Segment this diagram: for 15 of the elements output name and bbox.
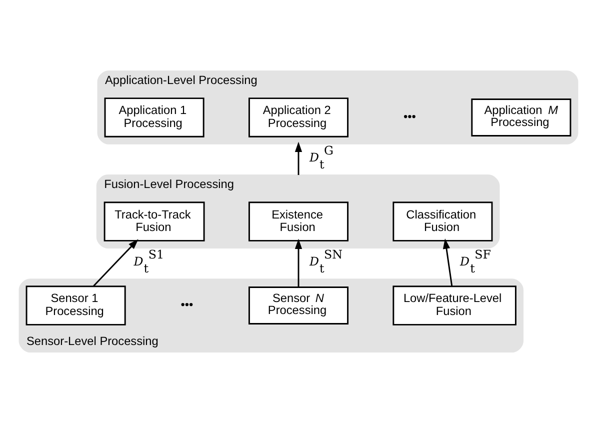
node-box: Application 1 Processing (104, 98, 204, 138)
node-box: Track-to-Track Fusion (104, 202, 205, 242)
arrow (93, 239, 138, 286)
label: ••• (403, 110, 416, 124)
arrow (442, 238, 453, 286)
node-box: Existence Fusion (248, 202, 349, 242)
arrow (294, 238, 302, 288)
node-box: Sensor N Processing (248, 286, 349, 324)
arrow (294, 142, 302, 175)
label: ••• (180, 298, 194, 312)
node-box: Application M Processing (471, 98, 572, 136)
node-box: Low/Feature-Level Fusion (392, 286, 516, 326)
node-box: Classification Fusion (392, 202, 493, 242)
node-box: Application 2 Processing (248, 98, 349, 138)
node-box: Sensor 1 Processing (26, 286, 126, 326)
